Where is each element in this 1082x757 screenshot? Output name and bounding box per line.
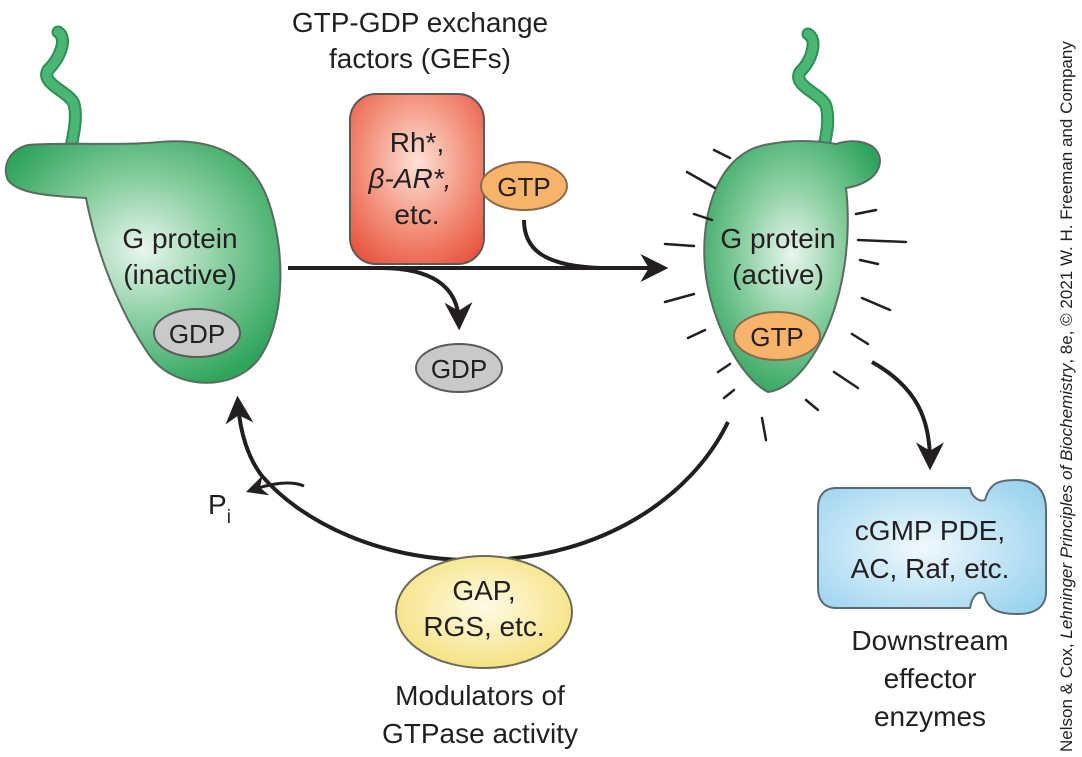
gef-box-line1: Rh*, (390, 127, 444, 158)
phosphate-symbol: P (208, 489, 227, 520)
incoming-gtp-oval (480, 161, 568, 211)
active-label-line2: (active) (732, 259, 824, 290)
phosphate-subscript: i (227, 507, 231, 528)
effector-caption-line1: Downstream (851, 625, 1008, 656)
gef-box-line3: etc. (394, 199, 439, 230)
phosphate-release-arrow (246, 475, 305, 496)
gtp-entry-curve (522, 219, 601, 270)
modulator-caption-line1: Modulators of (395, 680, 565, 711)
credit-line: Nelson & Cox, Lehninger Principles of Bi… (1057, 41, 1076, 752)
modulator-oval-shape (395, 555, 573, 669)
gef-box: Rh*, β-AR*, etc. (349, 93, 485, 265)
active-gtp-label: GTP (750, 322, 803, 352)
active-g-protein-tail-inner (794, 29, 833, 157)
gef-title-line1: GTP-GDP exchange (292, 7, 548, 38)
modulator-line2: RGS, etc. (423, 611, 544, 642)
modulator-caption-line2: GTPase activity (382, 718, 578, 749)
inactive-g-protein-tail-inner (42, 27, 80, 157)
inactive-label-line1: G protein (122, 223, 237, 254)
credit-prefix: Nelson & Cox, (1057, 639, 1076, 752)
effector-box-line2: AC, Raf, etc. (851, 553, 1010, 584)
activity-rays (663, 148, 908, 442)
credit-suffix: , 8e, © 2021 W. H. Freeman and Company (1057, 41, 1076, 364)
gef-box-line2: β-AR*, (368, 163, 452, 194)
incoming-gtp-label: GTP (497, 172, 550, 202)
effector-box-shape (817, 478, 1047, 616)
inactive-label-line2: (inactive) (123, 259, 237, 290)
active-gtp-oval (733, 311, 821, 361)
effector-box-line1: cGMP PDE, (855, 515, 1005, 546)
effector-caption-line2: effector (884, 663, 977, 694)
modulator-oval: GAP, RGS, etc. (395, 555, 573, 669)
active-g-protein: G protein (active) GTP (663, 27, 908, 442)
inactive-g-protein: G protein (inactive) GDP (4, 25, 282, 384)
gef-title-line2: factors (GEFs) (329, 43, 511, 74)
effector-caption-line3: enzymes (874, 701, 986, 732)
active-label-line1: G protein (720, 223, 835, 254)
gdp-release-arrow (379, 266, 473, 331)
phosphate-label: Pi (208, 489, 231, 528)
hydrolysis-arrow (225, 395, 730, 563)
released-gdp-oval (415, 343, 503, 393)
effector-box: cGMP PDE, AC, Raf, etc. (817, 478, 1047, 616)
released-gdp-label: GDP (431, 354, 487, 384)
inactive-gdp-oval (153, 308, 241, 358)
effector-arrow (871, 360, 944, 471)
modulator-line1: GAP, (452, 575, 515, 606)
credit-book-title: Lehninger Principles of Biochemistry (1057, 362, 1076, 638)
inactive-gdp-label: GDP (169, 319, 225, 349)
